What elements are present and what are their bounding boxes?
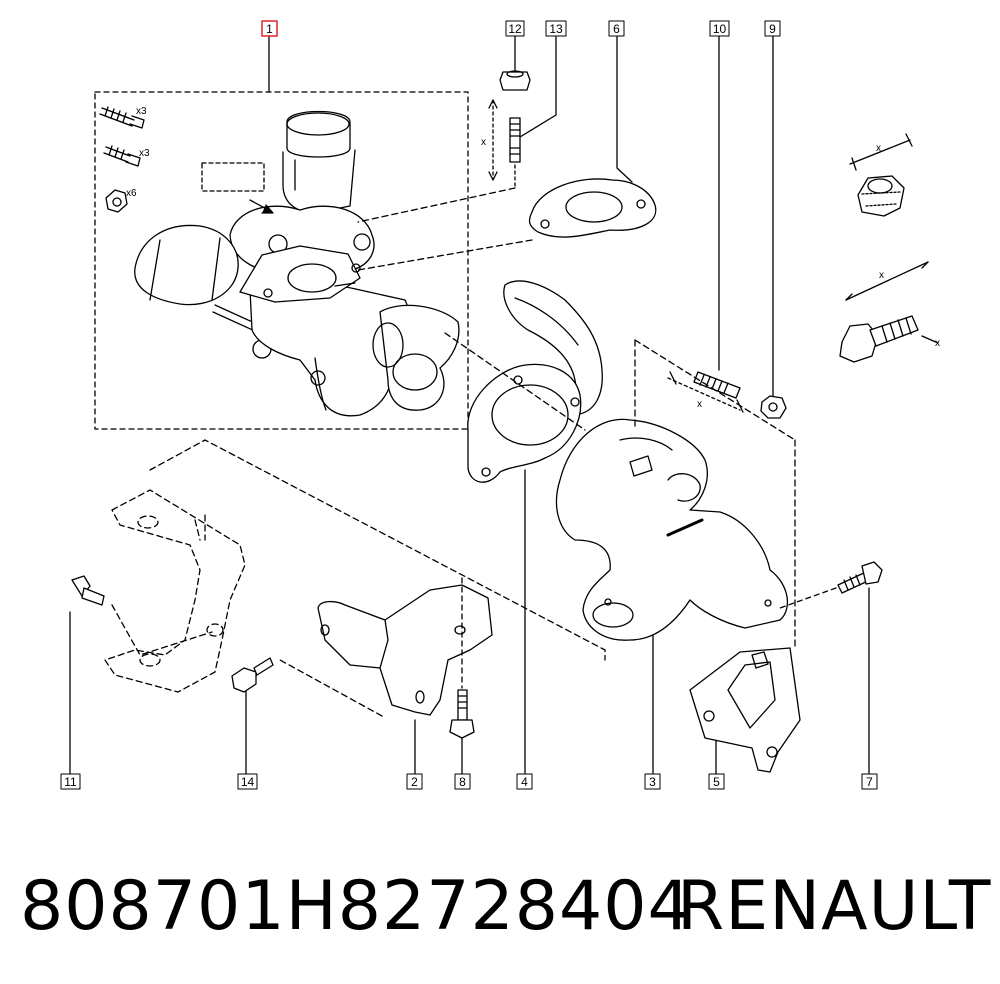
footer-caption: 808701H82728404 RENAULT bbox=[20, 862, 990, 952]
bolt-8 bbox=[449, 689, 475, 783]
studs-group-a bbox=[99, 106, 145, 129]
bolt-11 bbox=[69, 575, 213, 783]
callout-8: 8 bbox=[459, 775, 466, 789]
bracket-5 bbox=[689, 647, 801, 783]
bolt-7 bbox=[779, 561, 883, 783]
dim-marker-nut-detail: x bbox=[876, 143, 881, 154]
nuts-group bbox=[105, 189, 128, 213]
stud-10 bbox=[667, 36, 744, 413]
callout-13: 13 bbox=[549, 22, 563, 36]
exploded-parts-diagram: 1 12 13 6 10 9 11 14 2 8 4 3 5 7 x3 x3 x… bbox=[60, 20, 940, 790]
callout-7: 7 bbox=[866, 775, 873, 789]
bracket-2 bbox=[149, 439, 606, 783]
callout-10: 10 bbox=[713, 22, 727, 36]
callout-5: 5 bbox=[713, 775, 720, 789]
dim-marker-bolt-end: x bbox=[935, 338, 940, 349]
dim-marker-stud-10: x bbox=[697, 399, 702, 410]
turbo-assembly-box bbox=[94, 91, 469, 430]
exhaust-manifold-3 bbox=[555, 339, 796, 783]
stud-13 bbox=[357, 36, 557, 223]
nut-12 bbox=[499, 36, 531, 91]
nut-detail bbox=[849, 133, 913, 217]
bolt-14 bbox=[231, 657, 274, 783]
dim-marker-stud-13: x bbox=[481, 137, 486, 148]
brand-name: RENAULT bbox=[677, 867, 992, 946]
callout-2: 2 bbox=[411, 775, 418, 789]
callout-9: 9 bbox=[769, 22, 776, 36]
phantom-bracket bbox=[104, 489, 246, 693]
callout-14: 14 bbox=[241, 775, 255, 789]
heat-shield-4 bbox=[444, 280, 603, 783]
callout-12: 12 bbox=[508, 22, 522, 36]
nut-9 bbox=[760, 36, 787, 419]
callout-11: 11 bbox=[64, 775, 77, 789]
part-number: 808701H82728404 bbox=[20, 867, 692, 946]
studs-group-b bbox=[103, 145, 141, 167]
bolt-detail bbox=[839, 261, 939, 363]
qty-label-nuts: x6 bbox=[126, 188, 137, 199]
callout-3: 3 bbox=[649, 775, 656, 789]
callout-4: 4 bbox=[521, 775, 528, 789]
qty-label-studs-a: x3 bbox=[136, 106, 147, 117]
turbocharger bbox=[134, 110, 460, 417]
dim-marker-bolt-detail: x bbox=[879, 270, 884, 281]
callout-1: 1 bbox=[266, 22, 273, 36]
qty-label-studs-b: x3 bbox=[139, 148, 150, 159]
callout-6: 6 bbox=[613, 22, 620, 36]
gasket-6 bbox=[357, 36, 657, 271]
